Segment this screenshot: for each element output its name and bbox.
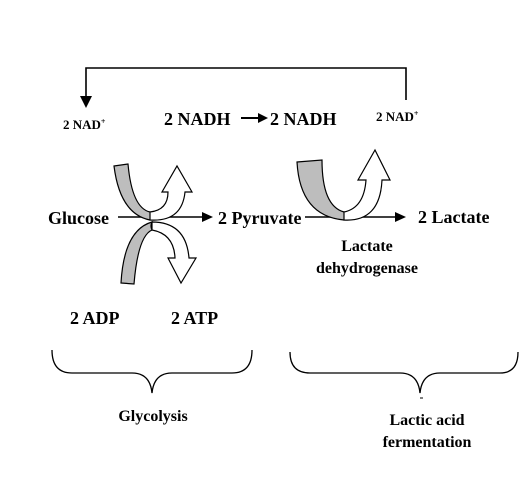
glycolysis-upper-curved-arrow (113, 163, 194, 221)
fermentation-label-line2: fermentation (382, 434, 472, 451)
nad-right-label: 2 NAD+ (376, 109, 419, 124)
pyruvate-to-lactate-arrowhead (395, 212, 406, 222)
nad-recycle-loop (85, 67, 407, 100)
fermentation-label: Lactic acid fermentation (372, 410, 482, 454)
glycolysis-label: Glycolysis (118, 408, 188, 425)
enzyme-label-line2: dehydrogenase (316, 260, 418, 277)
nadh-transfer-arrowhead (258, 113, 268, 123)
pyruvate-label: 2 Pyruvate (218, 208, 302, 228)
enzyme-label: Lactate dehydrogenase (302, 236, 432, 280)
enzyme-label-line1: Lactate (341, 238, 393, 255)
glucose-to-pyruvate-arrowhead (202, 212, 213, 222)
adp-label: 2 ADP (70, 308, 120, 328)
nad-recycle-arrowhead (80, 96, 92, 108)
fermentation-label-line1: Lactic acid (389, 412, 465, 429)
fermentation-curved-arrow (296, 148, 391, 221)
glycolysis-lower-curved-arrow (120, 221, 198, 285)
nadh-left-label: 2 NADH (164, 109, 231, 129)
nad-left-label: 2 NAD+ (63, 117, 106, 132)
glucose-label: Glucose (48, 208, 109, 228)
nadh-right-label: 2 NADH (270, 109, 337, 129)
glycolysis-brace (51, 349, 253, 394)
atp-label: 2 ATP (171, 308, 219, 328)
fermentation-brace (289, 351, 519, 394)
lactate-label: 2 Lactate (418, 207, 490, 227)
